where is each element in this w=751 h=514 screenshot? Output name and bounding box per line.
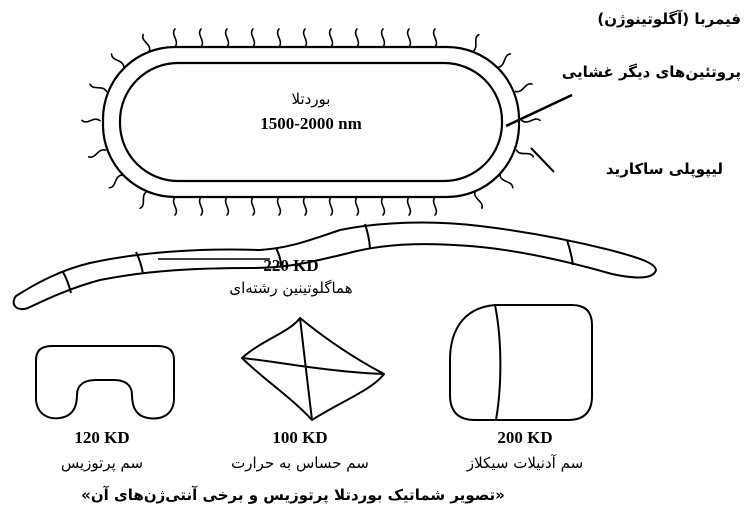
bacterium-name: بوردتلا [292,90,331,108]
fimbria-hair [200,29,203,47]
pertussis-toxin-name: سم پرتوزیس [61,454,143,472]
fimbria-hair [330,197,333,215]
fimbria-hair [174,197,177,215]
filamentous-kd-label: 220 KD [263,256,318,276]
fimbria-hair [226,29,229,47]
fimbria-hair [174,29,177,47]
fimbria-hair [382,29,385,47]
fimbria-hair [89,150,106,157]
fimbria-hair [356,29,359,47]
bacterium-size: 1500-2000 nm [260,114,362,134]
fimbria-hair [252,29,255,47]
fimbria-hair [252,197,255,215]
lps-leader [531,148,554,172]
adenylate-cyclase-toxin-kd: 200 KD [497,428,552,448]
pertussis-toxin-kd: 120 KD [74,428,129,448]
fimbria-hair [278,29,281,47]
fimbria-hair [408,197,411,215]
heat-labile-toxin-shape [242,318,384,420]
heat-labile-toxin-name: سم حساس به حرارت [231,454,369,472]
fimbriae-label: فیمربا (آگلوتینوژن) [597,10,741,28]
fimbria-hair [112,54,124,67]
filamentous-name-label: هماگلوتینین رشته‌ای [229,279,352,297]
fimbria-hair [90,84,106,91]
fimbria-hair [516,84,532,92]
fimbria-hair [356,197,359,215]
fimbria-hair [304,29,307,47]
fimbria-hair [330,29,333,47]
fimbria-hair [226,197,229,215]
fimbria-hair [109,175,122,188]
fimbria-hair [498,54,510,67]
fimbria-hair [500,175,513,188]
adenylate-cyclase-toxin-shape [450,305,592,420]
fimbria-hair [517,150,534,157]
fimbria-hair [434,29,437,47]
fimbria-hair [304,197,307,215]
pertussis-toxin-shape [36,346,174,418]
fimbria-hair [408,29,411,47]
adenylate-cyclase-toxin-name: سم آدنیلات سیکلاز [467,454,583,472]
fimbria-hair [382,197,385,215]
membrane-proteins-label: پروتئین‌های دیگر غشایی [562,63,741,81]
fimbria-hair [473,35,479,52]
fimbria-hair [143,35,150,52]
fimbria-hair [140,192,147,209]
fimbria-hair [278,197,281,215]
fimbria-hair [200,197,203,215]
fimbria-hair [522,119,540,122]
fimbria-hair [475,192,482,209]
figure-caption: «تصویر شماتیک بوردتلا پرتوزیس و برخی آنت… [81,486,505,504]
fimbria-hair [434,197,437,215]
fimbria-hair [82,119,100,122]
lps-label: لیپوپلی ساکارید [606,160,723,178]
heat-labile-toxin-kd: 100 KD [272,428,327,448]
